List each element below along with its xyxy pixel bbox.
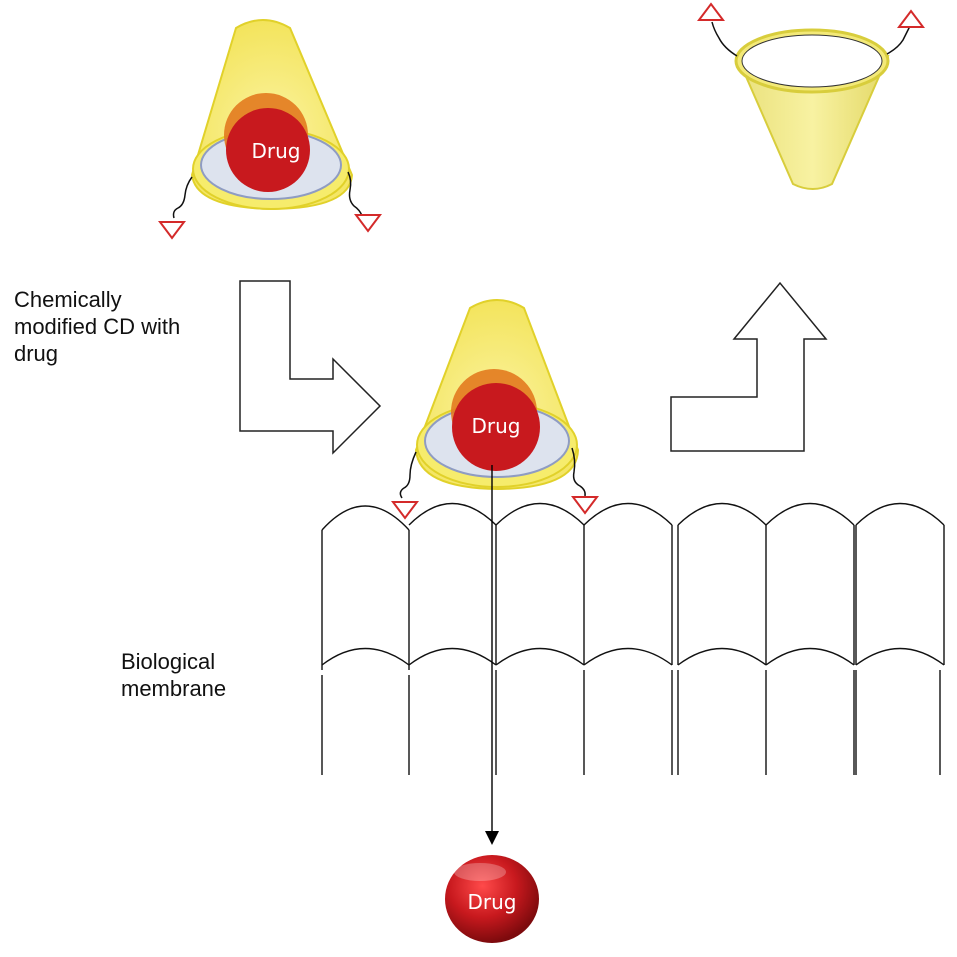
label-line: Chemically [14,287,122,312]
released-drug: Drug [445,855,539,943]
drug-label: Drug [472,414,521,438]
ligand-triangle [354,214,382,233]
label-chemically-modified-cd: Chemically modified CD with drug [14,286,180,367]
cd-complex-top-left: Drug [158,19,382,240]
drug-label: Drug [468,890,517,914]
membrane-cell [321,505,410,775]
drug-ball [226,108,310,192]
arrow-down-right [239,280,382,455]
label-line: Biological [121,649,216,674]
arrow-up-right [670,281,828,452]
label-line: modified CD with [14,314,181,339]
cd-complex-middle: Drug [391,299,599,520]
membrane-cell [677,502,767,775]
membrane-cell [855,502,945,775]
ligand-triangle [697,2,725,21]
drug-label: Drug [252,139,301,163]
label-line: membrane [121,676,227,701]
membrane-cell [495,502,585,775]
ligand-tether [886,25,911,55]
membrane-cell [583,502,673,775]
label-line: drug [14,341,59,366]
label-biological-membrane: Biological membrane [121,648,226,702]
biological-membrane [321,502,945,775]
membrane-cell [408,502,497,775]
ligand-triangle [897,9,925,28]
ligand-triangle [571,496,599,515]
drug-ball [445,855,539,943]
drug-highlight [454,863,506,881]
ligand-triangle [391,501,419,520]
membrane-cell [765,502,855,775]
ligand-tether [571,447,586,497]
drug-ball [452,383,540,471]
ligand-tether [172,176,193,219]
cd-empty-top-right [697,2,925,190]
ligand-triangle [158,221,186,240]
ligand-tether [347,171,363,217]
funnel-rim-inner [741,34,883,88]
ligand-tether [711,21,738,57]
ligand-tether [399,451,417,499]
